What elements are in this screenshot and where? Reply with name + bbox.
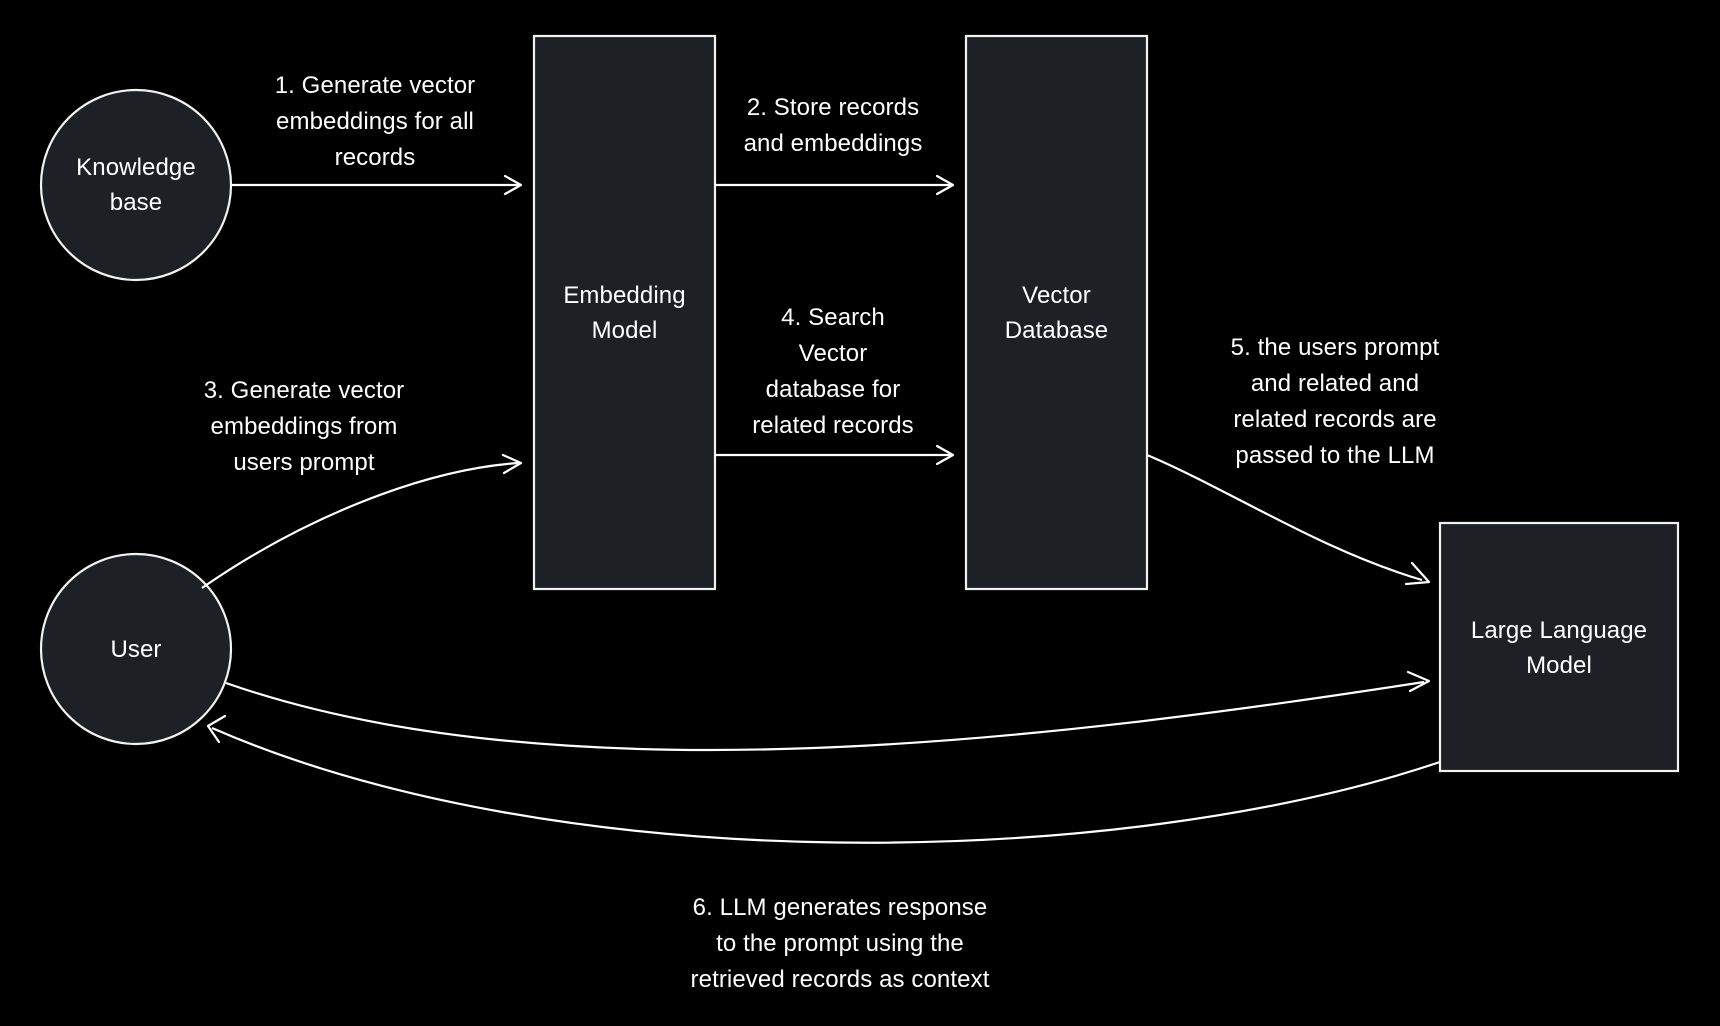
edge-label-step2: 2. Store records and embeddings — [743, 94, 923, 157]
edge-label-step3: 3. Generate vector embeddings from users… — [203, 377, 405, 476]
connector-step6 — [206, 714, 1441, 844]
edge-label-step6: 6. LLM generates response to the prompt … — [690, 894, 990, 993]
connector-step5 — [1146, 453, 1431, 586]
node-user[interactable] — [39, 552, 233, 746]
node-large-language-model[interactable] — [1438, 521, 1680, 773]
connector-step1 — [231, 174, 523, 196]
connector-step3 — [201, 453, 523, 589]
node-vector-database[interactable] — [964, 34, 1149, 591]
node-embedding-model[interactable] — [532, 34, 717, 591]
edge-label-step1: 1. Generate vector embeddings for all re… — [274, 72, 476, 171]
connector-step2 — [715, 174, 955, 196]
edge-label-step4: 4. Search Vector database for related re… — [752, 304, 914, 439]
node-knowledge-base[interactable] — [39, 88, 233, 282]
connector-user-to-llm — [225, 670, 1431, 752]
connector-step4 — [715, 444, 955, 466]
edge-label-step5: 5. the users prompt and related and rela… — [1230, 334, 1440, 469]
